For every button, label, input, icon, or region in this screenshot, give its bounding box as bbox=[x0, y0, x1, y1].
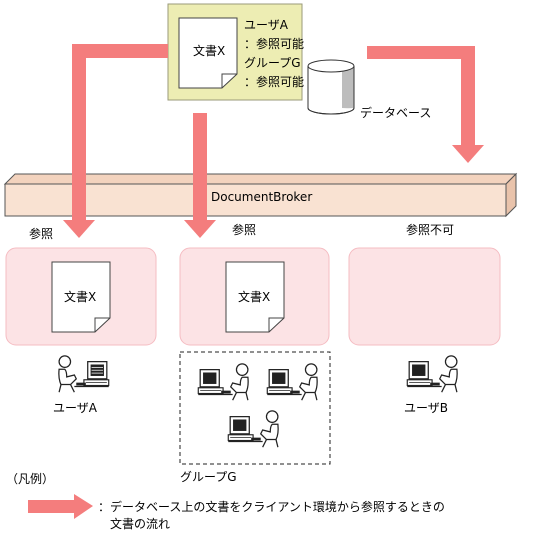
document-broker-bar bbox=[3, 172, 518, 218]
flow-arrows bbox=[63, 44, 484, 238]
group-g-label: グループG bbox=[180, 470, 237, 484]
perm-line-4: ：参照可能 bbox=[244, 74, 304, 89]
top-doc-label: 文書X bbox=[193, 43, 225, 58]
broker-label: DocumentBroker bbox=[211, 190, 312, 204]
computer-user-icon bbox=[406, 355, 458, 393]
col1-access-label: 参照 bbox=[29, 226, 53, 241]
computer-user-icon bbox=[197, 363, 249, 401]
computer-user-icon bbox=[266, 363, 318, 401]
legend-arrow bbox=[28, 494, 93, 519]
col1-doc-label: 文書X bbox=[64, 289, 96, 304]
computer-user-icon bbox=[227, 410, 279, 448]
col3-access-label: 参照不可 bbox=[406, 222, 454, 237]
legend-line-2: 文書の流れ bbox=[110, 516, 170, 531]
perm-line-1: ユーザA bbox=[244, 18, 289, 32]
client-panel-user-b bbox=[348, 247, 501, 346]
legend-line-1: ：データベース上の文書をクライアント環境から参照するときの bbox=[98, 499, 445, 514]
perm-line-3: グループG bbox=[244, 56, 301, 70]
database-icon bbox=[307, 59, 355, 115]
database-label: データベース bbox=[360, 105, 431, 120]
col2-access-label: 参照 bbox=[232, 222, 256, 237]
col2-doc-label: 文書X bbox=[238, 289, 270, 304]
user-b-label: ユーザB bbox=[404, 401, 448, 415]
user-a-label: ユーザA bbox=[53, 401, 98, 415]
group-g-box bbox=[179, 351, 331, 465]
legend-title: （凡例） bbox=[6, 472, 54, 486]
perm-line-2: ：参照可能 bbox=[244, 36, 304, 51]
computer-user-icon bbox=[58, 355, 110, 393]
